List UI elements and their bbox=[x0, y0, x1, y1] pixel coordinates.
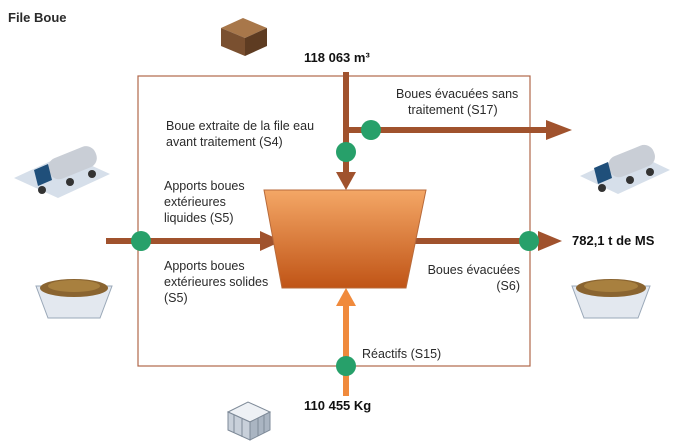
label-s6-line2: (S6) bbox=[496, 279, 520, 293]
label-s5-liquid-line2: extérieures bbox=[164, 195, 226, 209]
tanker-truck-icon bbox=[580, 144, 670, 194]
flow-s5-arrowhead bbox=[260, 231, 282, 251]
label-s17-line1: Boues évacuées sans bbox=[396, 87, 519, 101]
node-s15 bbox=[336, 356, 356, 376]
system-boundary bbox=[137, 75, 531, 367]
node-s5 bbox=[131, 231, 151, 251]
label-s15: Réactifs (S15) bbox=[362, 347, 442, 361]
process-hopper bbox=[263, 189, 427, 289]
label-s17-line2: traitement (S17) bbox=[408, 103, 498, 117]
sludge-skip-icon bbox=[35, 279, 113, 319]
value-bottom: 110 455 Kg bbox=[304, 398, 372, 413]
tanker-truck-icon bbox=[14, 146, 110, 198]
label-s5-solid-line3: (S5) bbox=[164, 291, 188, 305]
sludge-skip-icon bbox=[571, 279, 651, 319]
label-s5-solid-line2: extérieures solides bbox=[164, 275, 269, 289]
page-title: File Boue bbox=[8, 10, 67, 25]
label-s5-solid-line1: Apports boues bbox=[164, 259, 245, 273]
node-s17 bbox=[361, 120, 381, 140]
label-s6: Boues évacuées (S6) bbox=[414, 262, 520, 294]
label-s5-liquid-line3: liquides (S5) bbox=[164, 211, 234, 225]
flow-s6-arrowhead bbox=[538, 231, 562, 251]
label-s17: Boues évacuées sans traitement (S17) bbox=[396, 86, 518, 118]
flow-s15-arrowhead bbox=[336, 288, 356, 306]
value-top: 118 063 m³ bbox=[304, 50, 370, 65]
ibc-container-icon bbox=[226, 401, 272, 441]
node-s6 bbox=[519, 231, 539, 251]
flow-s4-arrowhead bbox=[336, 172, 356, 190]
label-s5-liquid-line1: Apports boues bbox=[164, 179, 245, 193]
soil-crate-icon bbox=[221, 18, 267, 56]
label-s6-line1: Boues évacuées bbox=[427, 263, 520, 277]
label-s5-solid: Apports boues extérieures solides (S5) bbox=[164, 258, 268, 306]
label-s4-line2: avant traitement (S4) bbox=[166, 135, 283, 149]
label-s4: Boue extraite de la file eau avant trait… bbox=[166, 118, 314, 150]
flow-s17-arrowhead bbox=[546, 120, 572, 140]
node-s4 bbox=[336, 142, 356, 162]
value-right: 782,1 t de MS bbox=[572, 233, 655, 248]
label-s4-line1: Boue extraite de la file eau bbox=[166, 119, 315, 133]
label-s5-liquid: Apports boues extérieures liquides (S5) bbox=[164, 178, 245, 226]
